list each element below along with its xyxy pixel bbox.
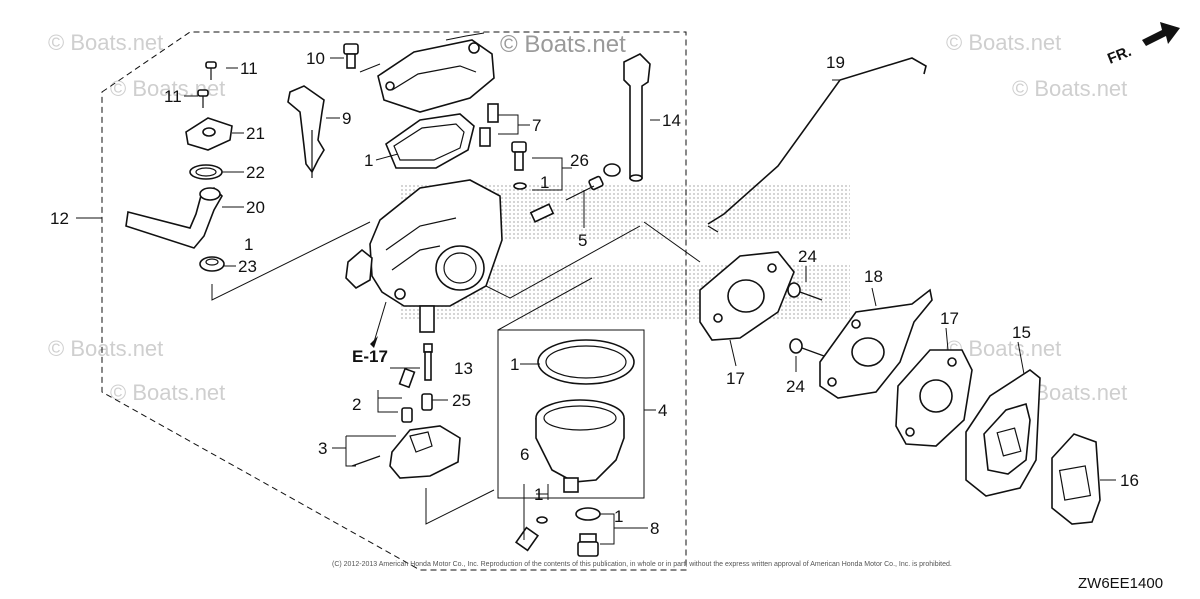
diagram-code: ZW6EE1400 bbox=[1078, 575, 1163, 592]
callout-23: 23 bbox=[238, 257, 257, 276]
callout-labels: 11 11 21 22 20 12 1 23 9 10 1 7 26 1 14 … bbox=[50, 49, 1139, 538]
callout-16: 16 bbox=[1120, 471, 1139, 490]
screw-part-26 bbox=[511, 141, 527, 190]
gasket-part-17 bbox=[699, 251, 795, 341]
gasket-part-16 bbox=[1051, 433, 1101, 525]
bowl-gasket-part-1 bbox=[537, 339, 635, 385]
watermark-text: © Boats.net bbox=[110, 380, 225, 405]
jet-part-13 bbox=[423, 343, 433, 381]
front-direction-arrow-icon: FR. bbox=[1105, 22, 1180, 68]
callout-18: 18 bbox=[864, 267, 883, 286]
callout-9: 9 bbox=[342, 109, 351, 128]
watermark-text: © Boats.net bbox=[48, 30, 163, 55]
watermark-text: © Boats.net bbox=[48, 336, 163, 361]
callout-25: 25 bbox=[452, 391, 471, 410]
jet-part-25 bbox=[421, 393, 433, 411]
bolt-part-5 bbox=[529, 163, 621, 223]
screw-part-24 bbox=[787, 282, 823, 301]
carburetor-body-part bbox=[345, 179, 503, 333]
spring-part-7 bbox=[479, 103, 499, 147]
washer-part-1 bbox=[575, 507, 601, 521]
callout-5: 5 bbox=[578, 231, 587, 250]
callout-12: 12 bbox=[50, 209, 69, 228]
callout-11b: 11 bbox=[164, 87, 182, 106]
screw-part-24b bbox=[789, 338, 825, 357]
drain-bolt-part-8 bbox=[577, 533, 599, 557]
copyright-text: (C) 2012-2013 American Honda Motor Co., … bbox=[332, 561, 952, 568]
choke-lever-part-20 bbox=[125, 187, 223, 249]
callout-1: 1 bbox=[244, 235, 253, 254]
callout-17-left: 17 bbox=[726, 369, 745, 388]
callout-1-gasket: 1 bbox=[364, 151, 373, 170]
screw-part-10 bbox=[343, 43, 359, 69]
screw-part-11 bbox=[205, 61, 217, 80]
callout-1-washer: 1 bbox=[540, 173, 549, 192]
gasket-part-17b bbox=[895, 349, 973, 447]
float-part-3 bbox=[351, 425, 461, 479]
bowl-group-frame bbox=[497, 329, 645, 499]
leader-lines bbox=[76, 32, 1116, 545]
callout-19: 19 bbox=[826, 53, 845, 72]
callout-17: 17 bbox=[940, 309, 959, 328]
ref-label-e17: E-17 bbox=[352, 347, 388, 366]
plate-part-21 bbox=[185, 117, 233, 151]
callout-21: 21 bbox=[246, 124, 265, 143]
flange-part-15 bbox=[965, 369, 1041, 497]
callout-24: 24 bbox=[798, 247, 817, 266]
needle-part-2 bbox=[398, 367, 416, 423]
callout-2: 2 bbox=[352, 395, 361, 414]
callout-10: 10 bbox=[306, 49, 325, 68]
watermark-text: © Boats.net bbox=[110, 76, 225, 101]
drain-screw-part-6 bbox=[514, 516, 548, 552]
float-bowl-part-4 bbox=[535, 399, 625, 493]
vent-tube-part-14 bbox=[623, 53, 651, 182]
callout-4: 4 bbox=[658, 401, 667, 420]
callout-22: 22 bbox=[246, 163, 265, 182]
callout-26: 26 bbox=[570, 151, 589, 170]
center-watermark-text: © Boats.net bbox=[500, 31, 626, 58]
callout-13: 13 bbox=[454, 359, 473, 378]
callout-24b: 24 bbox=[786, 377, 805, 396]
watermark-text: © Boats.net bbox=[946, 30, 1061, 55]
screw-part-11b bbox=[197, 89, 209, 108]
insulator-part-18 bbox=[819, 288, 933, 399]
gasket-part-1 bbox=[385, 113, 475, 169]
callout-6: 6 bbox=[520, 445, 529, 464]
callout-1-screw: 1 bbox=[534, 485, 543, 504]
callout-14: 14 bbox=[662, 111, 681, 130]
callout-20: 20 bbox=[246, 198, 265, 217]
callout-7: 7 bbox=[532, 116, 541, 135]
bracket-part-9 bbox=[287, 85, 325, 178]
callout-1-drain: 1 bbox=[614, 507, 623, 526]
front-label: FR. bbox=[1105, 43, 1134, 68]
callout-11: 11 bbox=[240, 59, 258, 78]
oring-part-22 bbox=[189, 164, 223, 180]
carb-cover-part bbox=[377, 39, 495, 113]
callout-3: 3 bbox=[318, 439, 327, 458]
callout-15: 15 bbox=[1012, 323, 1031, 342]
callout-1-bowl: 1 bbox=[510, 355, 519, 374]
assembly-boundary bbox=[101, 31, 687, 571]
callout-8: 8 bbox=[650, 519, 659, 538]
watermark-text: © Boats.net bbox=[1012, 76, 1127, 101]
